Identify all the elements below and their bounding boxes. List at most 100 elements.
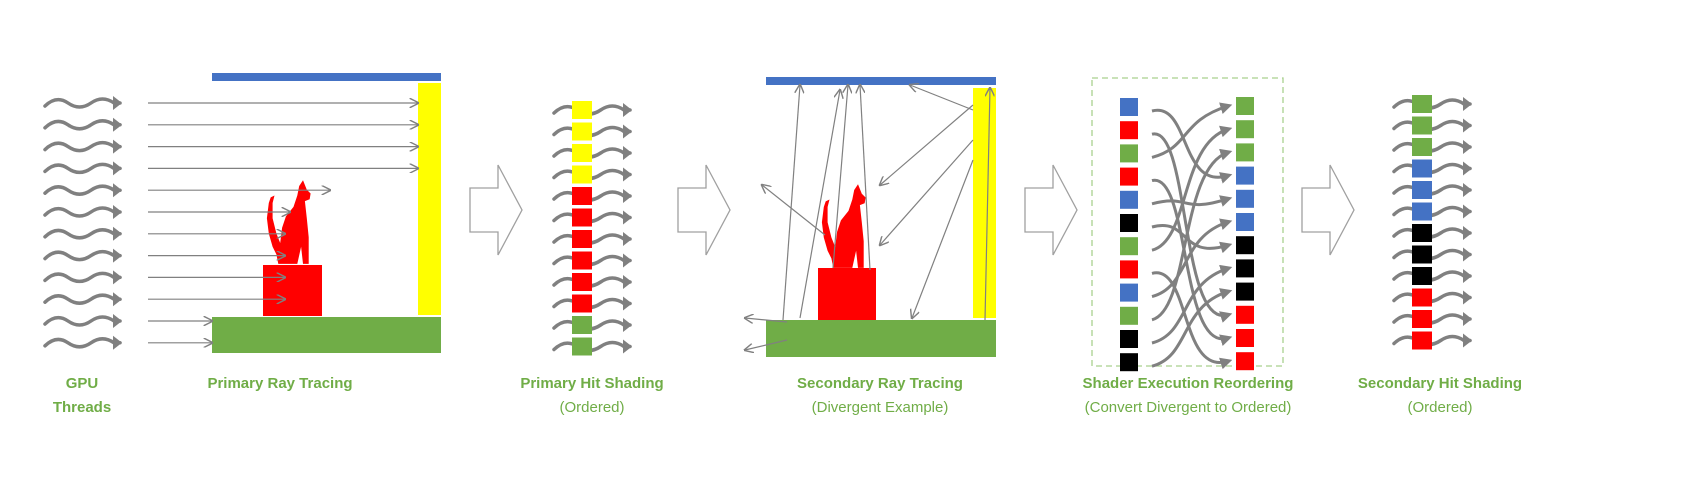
thread-blue-block [1412,202,1432,221]
label-secondary-hit-sub: (Ordered) [1407,399,1472,416]
thread-yellow-block [572,165,592,184]
thread-squiggle [43,140,122,153]
input-red-block [1120,121,1138,140]
output-green-block [1236,143,1254,162]
stage-arrow-icon [677,164,731,256]
stage-arrow-icon [1024,164,1078,256]
thread-arrowhead [623,167,632,182]
reorder-curve [1151,218,1233,299]
thread-squiggle [43,249,122,262]
thread-arrowhead [623,210,632,225]
label-primary-hit-shading: Primary Hit Shading [520,375,663,392]
reorder-curve [1151,288,1233,368]
reorder-curve [1151,195,1233,207]
thread-arrowhead [623,318,632,332]
thread-arrowhead [113,226,122,241]
thread-arrowhead [1463,312,1472,326]
thread-arrowhead [623,146,632,160]
thread-red-block [572,230,592,248]
thread-arrowhead [113,248,122,263]
thread-arrowhead [1463,140,1472,154]
thread-arrowhead [113,205,122,219]
secondary-ray [912,159,974,318]
thread-arrowhead [1463,333,1472,348]
cat-icon [821,184,866,268]
thread-arrowhead [113,96,122,110]
secondary-ray [860,85,871,271]
stage-arrow-icon [469,164,523,256]
secondary-ray-tracing-scene [745,77,996,357]
thread-arrowhead [113,270,122,285]
reorder-curve [1151,125,1233,252]
input-blue-block [1120,98,1138,116]
primary-rays [148,103,418,343]
reorder-curve [1151,102,1233,159]
input-green-block [1120,144,1138,163]
label-secondary-ray-tracing: Secondary Ray Tracing [797,375,963,392]
thread-yellow-block [572,101,592,119]
thread-arrowhead [1463,204,1472,219]
thread-red-block [572,187,592,205]
output-black-block [1236,259,1254,278]
output-blue-block [1236,166,1254,185]
input-black-block [1120,353,1138,372]
thread-arrowhead [623,296,632,311]
input-green-block [1120,306,1138,325]
thread-arrowhead [1463,183,1472,197]
secondary-ray [880,104,974,185]
thread-arrowhead [623,275,632,289]
blue-sky-bar [766,77,996,85]
secondary-ray [799,90,840,319]
secondary-rays [745,85,990,350]
output-red-block [1236,305,1254,324]
thread-green-block [572,337,592,356]
label-ser: Shader Execution Reordering [1083,375,1294,392]
reorder-curve [1151,148,1233,322]
stage-arrows [469,164,1355,256]
blue-sky-bar [212,73,441,81]
thread-arrowhead [623,103,632,117]
thread-red-block [1412,331,1432,350]
output-black-block [1236,282,1254,301]
gpu-threads [43,96,122,350]
thread-green-block [1412,138,1432,156]
output-red-block [1236,352,1254,371]
input-blue-block [1120,283,1138,302]
output-black-block [1236,236,1254,255]
thread-arrowhead [113,161,122,176]
ser-thread-columns [1120,97,1254,372]
secondary-ray [880,139,974,245]
label-ser-sub: (Convert Divergent to Ordered) [1085,399,1292,416]
thread-arrowhead [113,183,122,198]
thread-arrowhead [1463,247,1472,262]
output-green-block [1236,97,1254,115]
thread-arrowhead [1463,226,1472,240]
primary-ray-tracing-scene [212,73,441,353]
thread-arrowhead [113,335,122,350]
thread-red-block [572,273,592,291]
secondary-ray [762,185,826,236]
secondary-ray [782,85,800,321]
thread-arrowhead [1463,269,1472,283]
output-green-block [1236,120,1254,139]
input-blue-block [1120,190,1138,209]
thread-arrowhead [623,339,632,354]
green-floor [766,320,996,357]
thread-squiggle [43,271,122,284]
reorder-curve [1151,132,1233,323]
thread-squiggle [43,119,122,131]
thread-blue-block [1412,181,1432,199]
thread-arrowhead [623,189,632,203]
thread-squiggle [43,97,122,109]
thread-squiggle [43,184,122,196]
thread-arrowhead [1463,97,1472,111]
label-gpu-line1: GPU [66,375,99,392]
input-red-block [1120,260,1138,279]
thread-arrowhead [1463,290,1472,305]
stage-arrow-icon [1301,164,1355,256]
red-box [263,265,322,316]
yellow-wall [973,88,996,318]
reorder-curves [1151,102,1233,370]
thread-red-block [572,208,592,227]
